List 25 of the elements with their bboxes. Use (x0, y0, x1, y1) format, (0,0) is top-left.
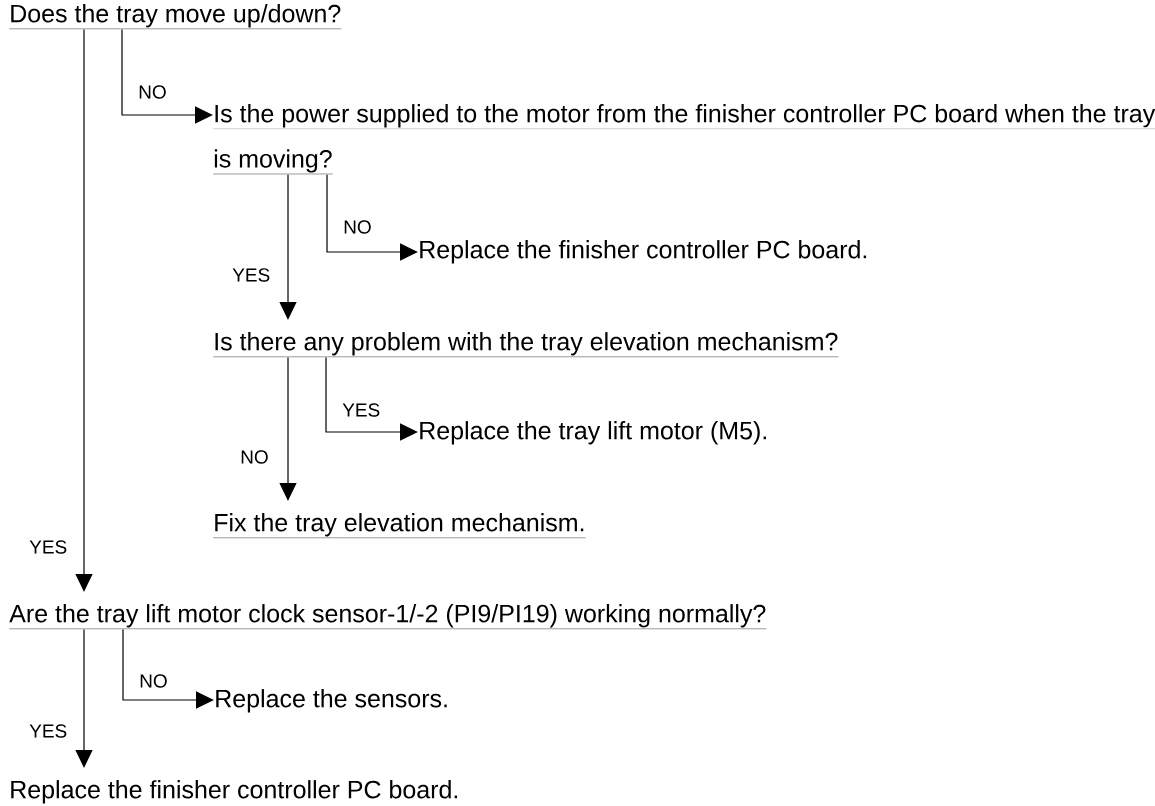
step-text: Replace the finisher controller PC board. (11, 780, 458, 804)
edge-label: NO (137, 84, 168, 100)
step-text: Replace the sensors. (216, 689, 447, 713)
arrow (325, 357, 418, 441)
arrow (121, 29, 213, 124)
underlined-step-text: Is the power supplied to the motor from the finisher controller PC board when the tray is moving? (213, 104, 1155, 175)
edge-label: YES (28, 539, 69, 555)
underlined-step-text: Does the tray move up/down? (9, 4, 342, 29)
arrow (75, 29, 93, 592)
edge-label: YES (28, 723, 69, 739)
edge-label: NO (239, 449, 270, 465)
step-text: Replace the tray lift motor (M5). (420, 421, 766, 445)
underlined-step-text: Is there any problem with the tray elevation mechanism? (213, 332, 839, 357)
underlined-step-text: Fix the tray elevation mechanism. (213, 513, 586, 538)
arrow (279, 357, 297, 501)
arrow (326, 174, 418, 261)
arrow (75, 629, 93, 768)
underlined-step-text: Are the tray lift motor clock sensor-1/-2 (PI9/PI19) working normally? (9, 604, 767, 629)
edge-label: YES (231, 267, 272, 283)
edge-label: YES (341, 402, 382, 418)
arrow (279, 174, 297, 320)
arrow (122, 629, 214, 709)
step-text: Replace the finisher controller PC board. (420, 240, 867, 264)
edge-label: NO (342, 219, 373, 235)
edge-label: NO (138, 673, 169, 689)
